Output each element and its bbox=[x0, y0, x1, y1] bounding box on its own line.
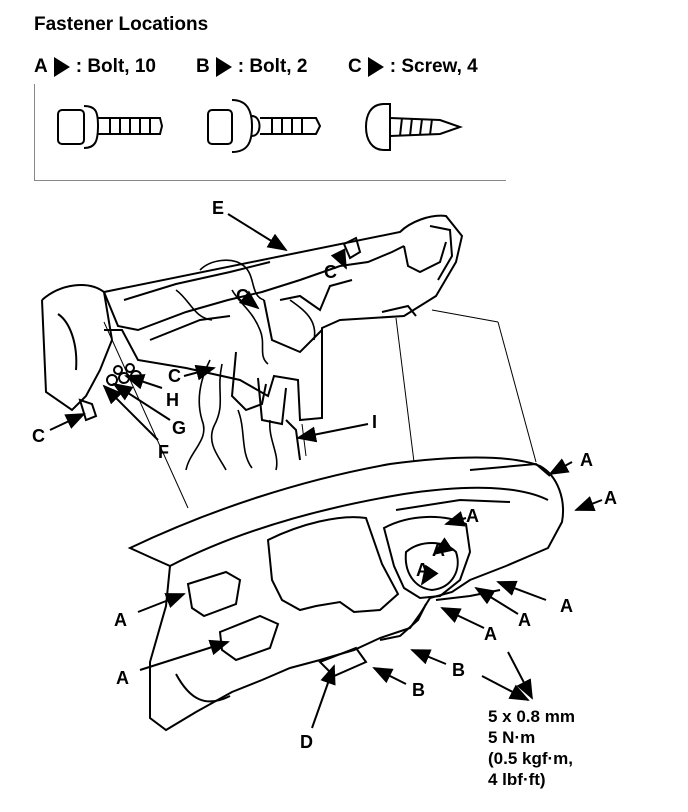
pointer-b-1 bbox=[410, 649, 447, 665]
pointer-c-2 bbox=[238, 290, 260, 310]
callout-c-4: C bbox=[32, 426, 45, 446]
fastener-spec: 5 x 0.8 mm 5 N·m (0.5 kgf·m, 4 lbf·ft) bbox=[488, 706, 575, 790]
legend-letter-c: C bbox=[348, 56, 362, 77]
spec-torque-lbfft: 4 lbf·ft) bbox=[488, 770, 546, 789]
pointer-b-2 bbox=[372, 667, 407, 685]
legend-text-a: : Bolt, 10 bbox=[75, 56, 156, 77]
pointer-c-4 bbox=[49, 413, 86, 431]
dashboard-panel bbox=[127, 456, 564, 732]
diagram-title: Fastener Locations bbox=[34, 14, 209, 35]
pointer-c-1 bbox=[330, 248, 347, 270]
callout-c-2: C bbox=[236, 286, 249, 306]
callout-c-1: C bbox=[324, 262, 337, 282]
callout-d: D bbox=[300, 732, 313, 752]
callout-a-5: A bbox=[416, 560, 429, 580]
legend-screw-c: C : Screw, 4 bbox=[348, 56, 478, 78]
callout-c-3: C bbox=[168, 366, 181, 386]
spec-torque-nm: 5 N·m bbox=[488, 728, 536, 747]
pointer-i bbox=[296, 423, 369, 443]
callout-a-2: A bbox=[604, 488, 617, 508]
pointer-a-9 bbox=[137, 593, 186, 613]
callout-a-8: A bbox=[484, 624, 497, 644]
pointer-triangle-icon bbox=[367, 57, 384, 77]
callout-a-3: A bbox=[466, 506, 479, 526]
callout-a-7: A bbox=[518, 610, 531, 630]
legend-text-c: : Screw, 4 bbox=[389, 56, 478, 77]
pointer-triangle-icon bbox=[215, 57, 232, 77]
pointer-a-5 bbox=[420, 564, 439, 586]
callout-f: F bbox=[158, 442, 169, 462]
callout-a-6: A bbox=[560, 596, 573, 616]
alignment-lines bbox=[103, 309, 537, 509]
legend-letter-b: B bbox=[196, 56, 210, 77]
legend-bolt-b: B : Bolt, 2 bbox=[196, 56, 307, 78]
legend-frame-bottom bbox=[34, 180, 506, 181]
spec-torque-kgfm: (0.5 kgf·m, bbox=[488, 749, 574, 768]
pointer-h bbox=[124, 374, 163, 390]
pointer-spec-2 bbox=[481, 675, 530, 701]
pointer-a-8 bbox=[440, 607, 485, 629]
callout-a-10: A bbox=[116, 668, 129, 688]
callout-i: I bbox=[372, 412, 377, 432]
pointer-a-3 bbox=[444, 511, 467, 527]
pointer-a-7 bbox=[496, 580, 547, 601]
callout-b-1: B bbox=[452, 660, 465, 680]
callout-a-9: A bbox=[114, 610, 127, 630]
pointer-a-10 bbox=[139, 639, 230, 671]
pointer-c-3 bbox=[183, 364, 216, 381]
callout-a-1: A bbox=[580, 450, 593, 470]
pointer-a-4 bbox=[432, 537, 454, 556]
pointer-triangle-icon bbox=[53, 57, 70, 77]
pointer-a-6 bbox=[474, 586, 519, 615]
legend-frame-left bbox=[34, 84, 35, 180]
callout-b-2: B bbox=[412, 680, 425, 700]
legend-bolt-a: A : Bolt, 10 bbox=[34, 56, 156, 78]
pointer-f bbox=[102, 384, 159, 441]
spec-size: 5 x 0.8 mm bbox=[488, 707, 575, 726]
callout-g: G bbox=[172, 418, 186, 438]
pointer-a-1 bbox=[548, 458, 573, 475]
bolt-b-icon bbox=[207, 99, 322, 153]
legend-text-b: : Bolt, 2 bbox=[237, 56, 308, 77]
callout-pointers bbox=[49, 213, 603, 729]
screw-c-icon bbox=[364, 103, 464, 151]
callout-e: E bbox=[212, 198, 224, 218]
steering-hanger-frame bbox=[41, 214, 464, 461]
callout-labels: E C C C C H G F I A A A A A A A A A A B … bbox=[32, 198, 617, 752]
pointer-e bbox=[227, 213, 288, 252]
legend-letter-a: A bbox=[34, 56, 48, 77]
pointer-g bbox=[112, 382, 171, 421]
pointer-a-2 bbox=[574, 496, 603, 512]
callout-a-4: A bbox=[432, 540, 445, 560]
callout-h: H bbox=[166, 390, 179, 410]
bolt-a-icon bbox=[57, 105, 164, 149]
pointer-d bbox=[311, 664, 336, 729]
